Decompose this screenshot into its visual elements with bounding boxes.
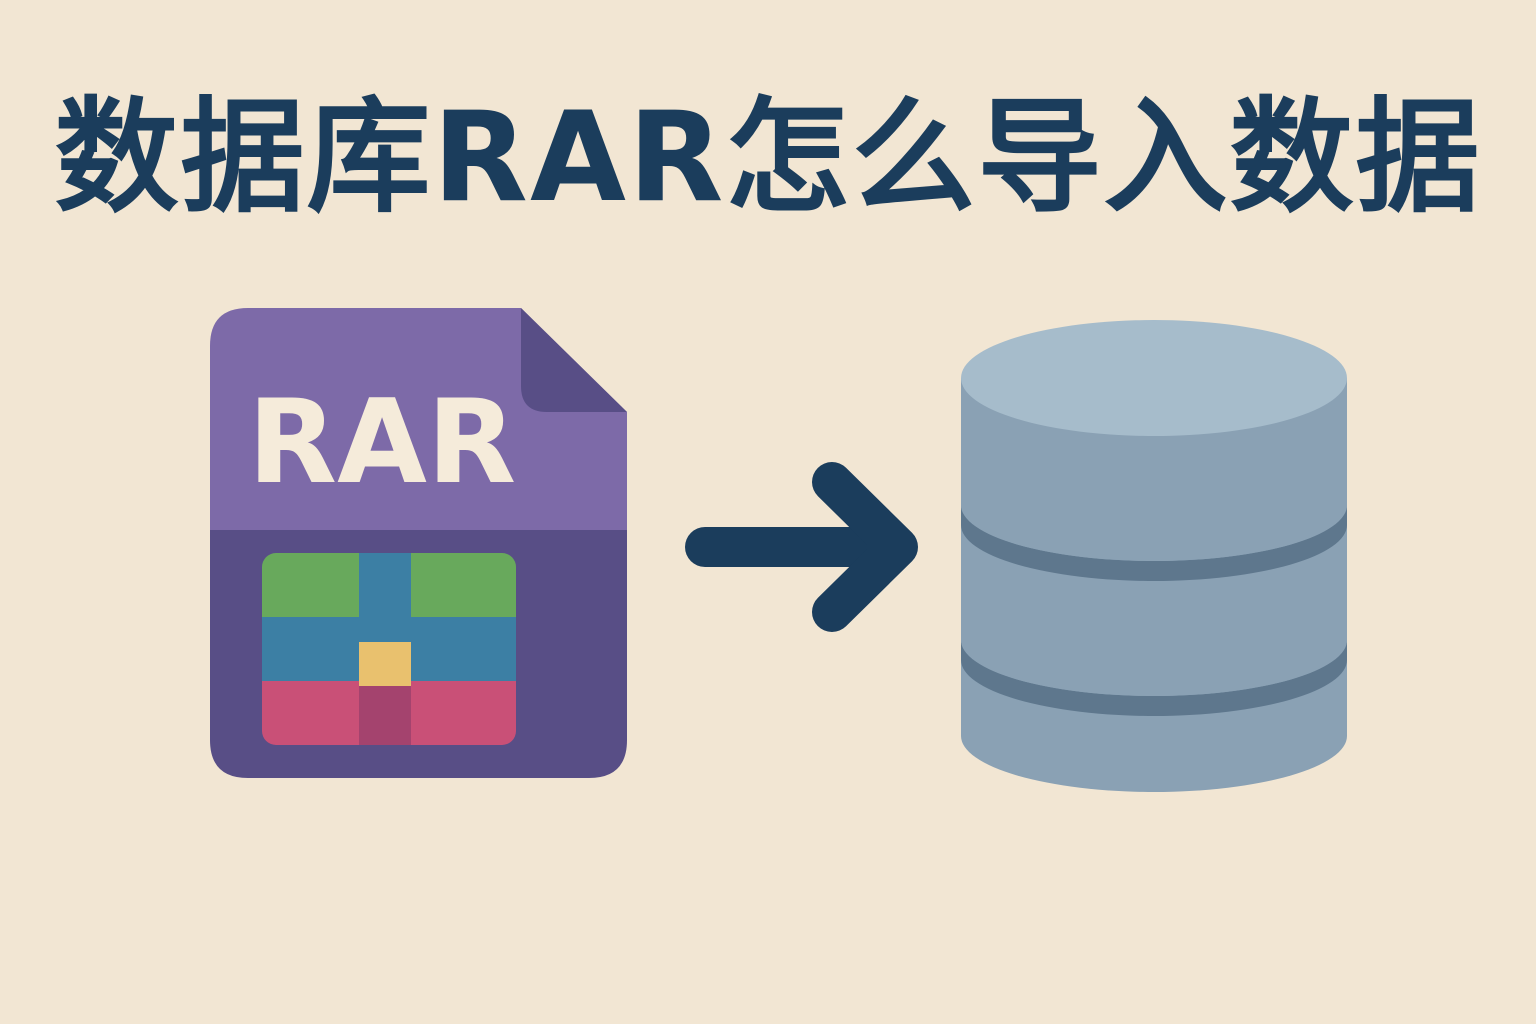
database-top [961,320,1347,436]
rar-archive-icon: RAR [210,308,627,778]
archive-stack-icon [262,553,516,745]
arrow-right-icon [685,462,918,632]
file-fold-corner [521,308,627,412]
buckle [359,642,411,686]
rar-file-label: RAR [248,375,516,510]
page-title: 数据库RAR怎么导入数据 [54,86,1482,230]
database-cylinder-icon [961,320,1347,792]
